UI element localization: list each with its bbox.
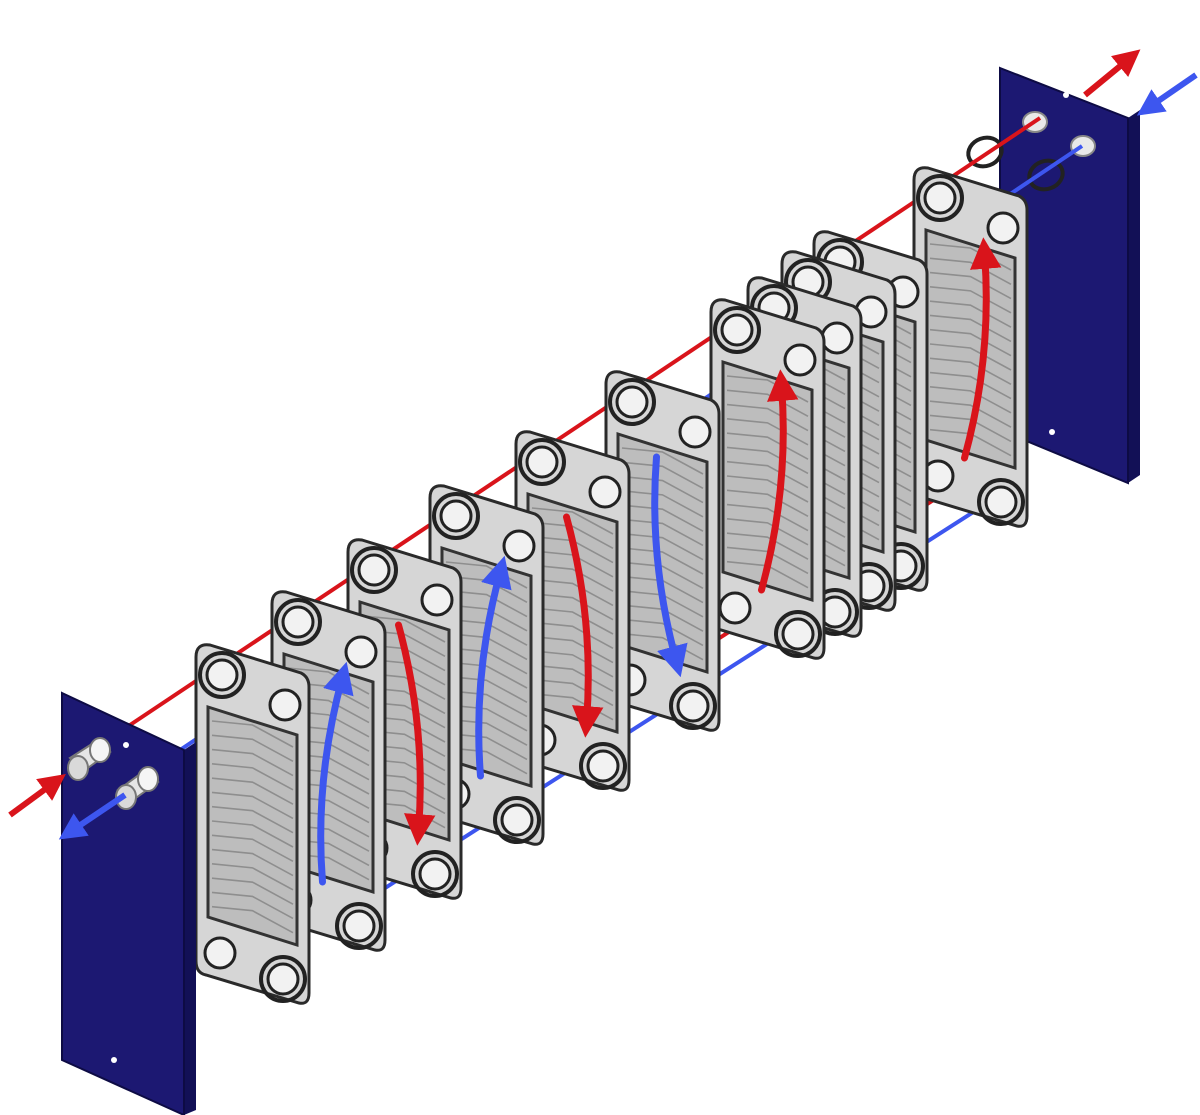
cold-inlet-arrow-icon — [1136, 72, 1198, 116]
hot-flow-arrow-icon — [563, 513, 604, 738]
plate-port-icon — [439, 499, 473, 533]
heat-transfer-plate — [709, 298, 826, 660]
plate-port-icon — [783, 343, 817, 377]
bolt-hole-icon — [123, 742, 129, 748]
plate-port-icon — [588, 475, 622, 509]
plate-port-icon — [718, 591, 752, 625]
heat-transfer-plate — [912, 166, 1029, 528]
plate-port-icon — [502, 529, 536, 563]
stream-arrows — [8, 49, 1198, 840]
plate-port-icon — [986, 211, 1020, 245]
plate-port-icon — [266, 962, 300, 996]
frame-end-plate — [61, 691, 196, 1115]
plate-port-icon — [820, 321, 854, 355]
hot-outlet-arrow-icon — [1083, 49, 1141, 98]
plate-port-icon — [676, 689, 710, 723]
cold-flow-arrow-icon — [651, 453, 688, 678]
hot-inlet-nozzle-icon — [67, 737, 112, 781]
heat-transfer-plate — [194, 643, 311, 1005]
cold-flow-arrow-icon — [317, 661, 354, 886]
plate-port-icon — [342, 909, 376, 943]
plate-port-icon — [781, 617, 815, 651]
plate-port-icon — [984, 485, 1018, 519]
plate-port-icon — [586, 749, 620, 783]
hot-flow-arrow-icon — [961, 237, 1002, 462]
plate-port-icon — [615, 385, 649, 419]
heat-transfer-plate — [428, 484, 545, 846]
plate-port-icon — [205, 658, 239, 692]
plate-port-icon — [923, 181, 957, 215]
cold-flow-arrow-icon — [475, 555, 512, 780]
bolt-hole-icon — [1049, 429, 1055, 435]
plate-port-icon — [420, 583, 454, 617]
plate-port-icon — [720, 313, 754, 347]
plate-port-icon — [418, 857, 452, 891]
plate-port-icon — [357, 553, 391, 587]
bolt-hole-icon — [1063, 92, 1069, 98]
plate-pack — [194, 166, 1029, 1005]
plate-port-icon — [344, 635, 378, 669]
hot-flow-arrow-icon — [758, 369, 799, 594]
cold-outlet-arrow-icon — [58, 792, 127, 840]
hot-inlet-arrow-icon — [8, 774, 66, 818]
hot-flow-arrow-icon — [395, 621, 436, 846]
plate-port-icon — [203, 936, 237, 970]
plate-port-icon — [678, 415, 712, 449]
plate-port-icon — [525, 445, 559, 479]
plate-port-icon — [268, 688, 302, 722]
bolt-hole-icon — [111, 1057, 117, 1063]
plate-port-icon — [500, 803, 534, 837]
plate-port-icon — [281, 605, 315, 639]
